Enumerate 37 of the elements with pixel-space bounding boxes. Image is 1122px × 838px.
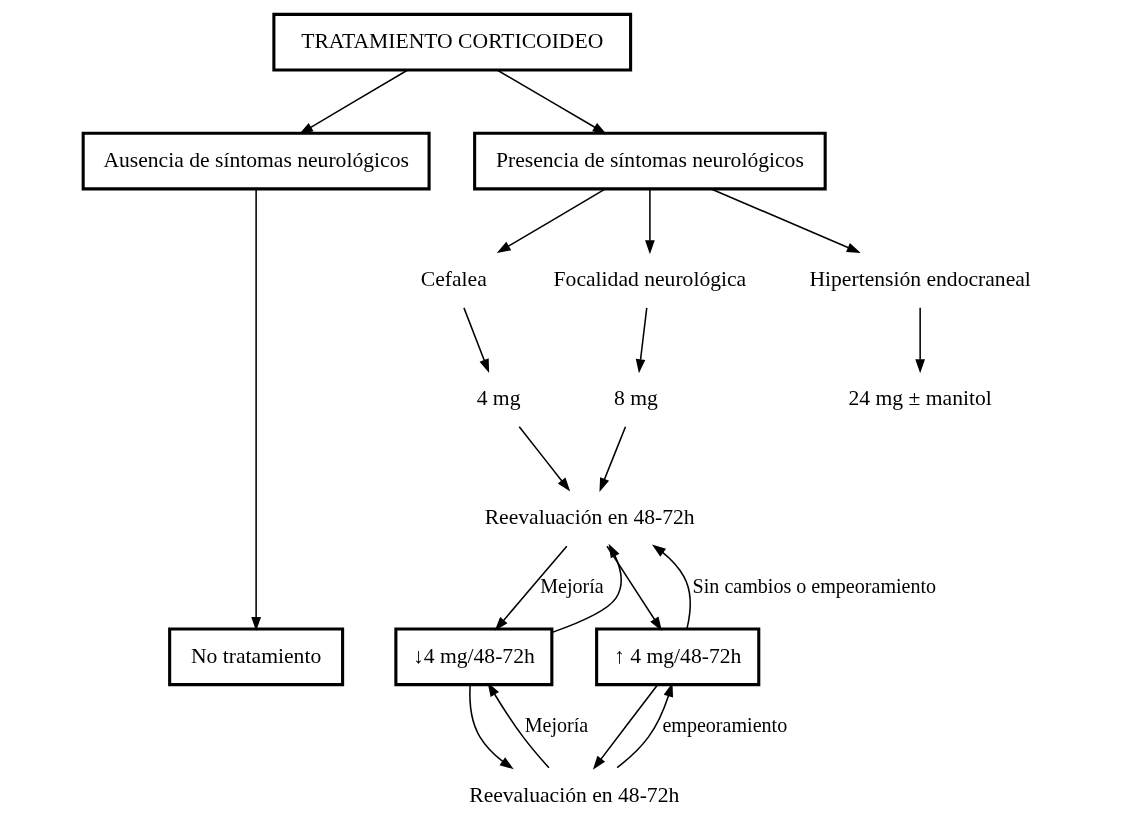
arrow — [298, 69, 408, 135]
edge-label: Mejoría — [539, 574, 604, 597]
arrow — [651, 544, 691, 630]
edge-label: empeoramiento — [661, 713, 787, 736]
arrow — [468, 684, 514, 770]
edge-label: Sin cambios o empeoramiento — [692, 574, 936, 597]
node-box: Ausencia de síntomas neurológicos — [81, 131, 431, 191]
node-box: ↓4 mg/48-72h — [393, 627, 553, 687]
arrow — [494, 545, 568, 631]
node-text: Hipertensión endocraneal — [808, 266, 1031, 291]
arrow — [635, 307, 648, 374]
arrow — [605, 545, 662, 631]
node-text: 8 mg — [613, 385, 658, 410]
edge-label: Mejoría — [524, 713, 588, 736]
arrow — [250, 188, 261, 632]
arrow — [914, 307, 925, 374]
node-box: ↑ 4 mg/48-72h — [594, 627, 760, 687]
arrow — [487, 682, 550, 769]
arrow — [615, 682, 673, 769]
arrow — [462, 307, 489, 373]
node-text: Focalidad neurológica — [553, 266, 746, 291]
node-text: Cefalea — [420, 266, 487, 291]
node-text: 24 mg ± manitol — [847, 385, 992, 410]
node-text: Reevaluación en 48-72h — [484, 504, 695, 529]
node-box: No tratamiento — [167, 627, 344, 687]
arrow — [550, 543, 622, 634]
arrow — [709, 188, 861, 254]
node-box: Presencia de síntomas neurológicos — [472, 131, 827, 191]
node-box: TRATAMIENTO CORTICOIDEO — [271, 12, 632, 72]
arrow — [644, 188, 655, 255]
arrow — [496, 188, 606, 254]
arrow — [495, 69, 607, 135]
arrow — [518, 426, 570, 492]
node-text: 4 mg — [476, 385, 520, 410]
arrow — [592, 684, 658, 770]
node-text: Reevaluación en 48-72h — [468, 782, 679, 807]
arrow — [598, 426, 626, 492]
